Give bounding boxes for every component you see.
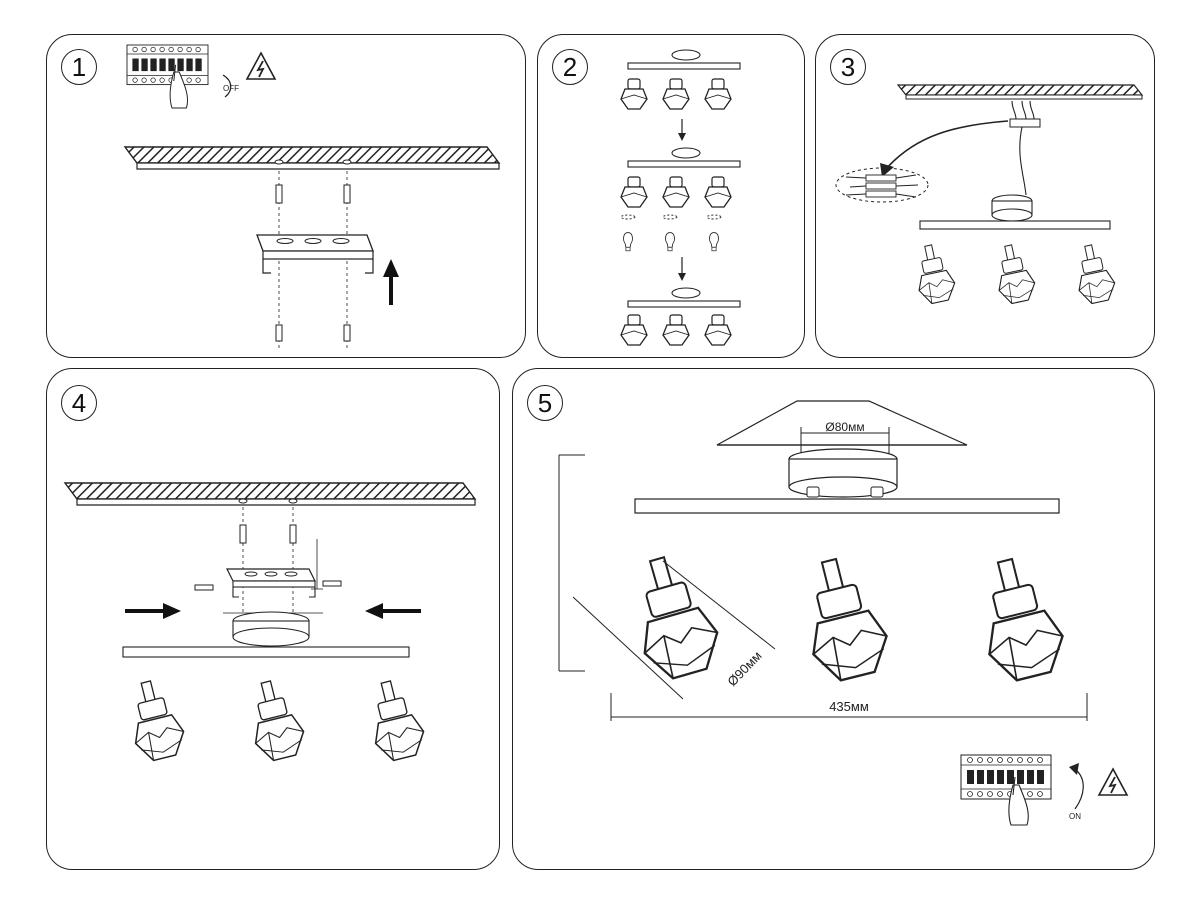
fixture-view-middle	[620, 147, 741, 208]
shade-diameter-label: Ø90мм	[724, 648, 764, 689]
arrow-icon	[383, 259, 399, 305]
wire-connection	[835, 100, 1041, 203]
breaker-panel-icon	[960, 754, 1052, 826]
spot-heads	[619, 547, 1072, 687]
ceiling-slab	[896, 84, 1144, 100]
breaker-panel-icon	[126, 44, 209, 109]
step-1-badge: 1	[61, 49, 97, 85]
height-dimension	[558, 454, 585, 672]
mounting-bar	[634, 498, 1060, 514]
fixture-view-bottom	[620, 287, 741, 346]
ceiling-slab	[63, 482, 477, 506]
screws	[194, 580, 342, 591]
step-5-illustration: Ø80мм Ø90мм 43	[558, 400, 1128, 826]
fixture	[909, 194, 1119, 307]
step-2-illustration	[620, 49, 741, 346]
off-label: OFF	[223, 84, 239, 93]
mounting-bracket	[256, 234, 374, 274]
width-dimension: 435мм	[610, 693, 1088, 721]
step-5-badge: 5	[527, 385, 563, 421]
fixture-view-top	[620, 49, 741, 110]
step-4-badge: 4	[61, 385, 97, 421]
on-label: ON	[1069, 812, 1081, 821]
bulbs	[620, 214, 722, 252]
arrow-icon	[125, 603, 181, 619]
ceiling-slab	[123, 146, 501, 170]
canopy-dimension: Ø80мм	[800, 420, 890, 457]
step-2-badge: 2	[552, 49, 588, 85]
arrow-icon	[365, 603, 421, 619]
ceiling-plate	[716, 400, 968, 446]
high-voltage-warning-icon	[1098, 768, 1128, 796]
arrow-icon	[678, 119, 686, 141]
step-3-badge: 3	[830, 49, 866, 85]
arrow-icon	[678, 257, 686, 281]
high-voltage-warning-icon	[246, 52, 276, 80]
width-label: 435мм	[829, 699, 869, 714]
step-4-illustration	[63, 482, 477, 765]
step-1-illustration: OFF	[123, 44, 501, 350]
step-2-panel: 2	[537, 34, 805, 358]
canopy	[788, 448, 898, 498]
step-1-panel: 1 OFF	[46, 34, 526, 358]
canopy-diameter-label: Ø80мм	[825, 420, 864, 434]
step-3-illustration	[835, 84, 1144, 307]
fixture	[121, 611, 430, 765]
step-3-panel: 3	[815, 34, 1155, 358]
step-4-panel: 4	[46, 368, 500, 870]
step-5-panel: 5 Ø80мм	[512, 368, 1155, 870]
mounting-bracket	[223, 539, 323, 614]
